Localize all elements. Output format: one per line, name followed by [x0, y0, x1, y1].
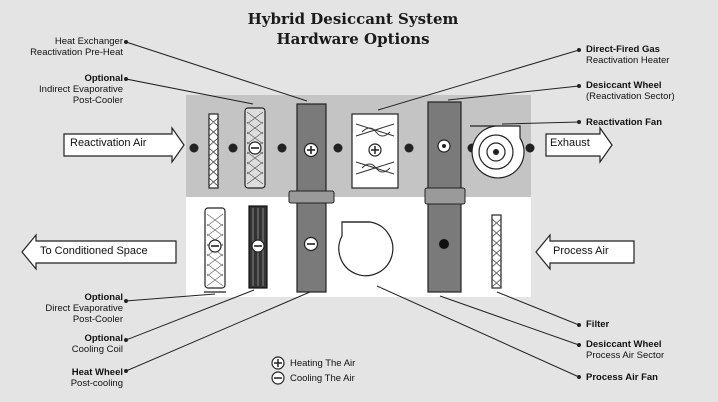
gas-heater-label: Direct-Fired Gas Reactivation Heater	[586, 44, 670, 66]
airflow-dot	[404, 143, 414, 153]
process-air-fan-icon	[338, 221, 394, 277]
to-conditioned-space-arrow	[21, 233, 177, 271]
wheel-reactivation-label: Desiccant Wheel (Reactivation Sector)	[586, 80, 675, 102]
heat-wheel-seal	[288, 190, 335, 204]
exhaust-arrow	[545, 126, 613, 164]
filter-mesh	[491, 218, 502, 288]
reactivation-filter	[208, 113, 219, 189]
airflow-dot	[277, 143, 287, 153]
airflow-dot	[228, 143, 238, 153]
process-air-label: Process Air	[553, 245, 609, 257]
filter-label: Filter	[586, 319, 610, 330]
reactivation-air-label: Reactivation Air	[70, 137, 147, 149]
diagram-title-line2: Hardware Options	[276, 30, 430, 48]
wheel-process-label: Desiccant Wheel Process Air Sector	[586, 339, 665, 361]
process-filter	[491, 214, 502, 289]
desiccant-wheel-seal	[424, 187, 466, 205]
indirect-evap-label: Optional Indirect Evaporative Post-Coole…	[39, 73, 123, 106]
leader-dots	[124, 40, 581, 379]
legend-cooling-label: Cooling The Air	[290, 373, 355, 384]
process-fan-label: Process Air Fan	[586, 372, 658, 383]
reactivation-air-arrow	[63, 126, 185, 164]
heat-exchanger-label: Heat Exchanger Reactivation Pre-Heat	[30, 36, 123, 58]
diagram-title-line1: Hybrid Desiccant System	[247, 10, 459, 28]
burner-lines	[355, 123, 395, 175]
reactivation-fan-icon	[478, 134, 514, 170]
legend-heating-label: Heating The Air	[290, 358, 356, 369]
cooling-coil-label: Optional Cooling Coil	[71, 333, 123, 355]
to-conditioned-space-label: To Conditioned Space	[40, 245, 148, 257]
leader-lines	[125, 41, 580, 378]
process-air-arrow	[535, 233, 635, 271]
direct-evap-label: Optional Direct Evaporative Post-Cooler	[45, 292, 123, 325]
reactivation-fan-label: Reactivation Fan	[586, 117, 663, 128]
exhaust-label: Exhaust	[550, 137, 590, 149]
filter-mesh	[208, 117, 219, 187]
airflow-dot	[333, 143, 343, 153]
airflow-dot	[189, 143, 199, 153]
desiccant-process-dot	[439, 239, 449, 249]
airflow-dot	[525, 143, 535, 153]
heat-wheel-label: Heat Wheel Post-cooling	[70, 367, 123, 389]
